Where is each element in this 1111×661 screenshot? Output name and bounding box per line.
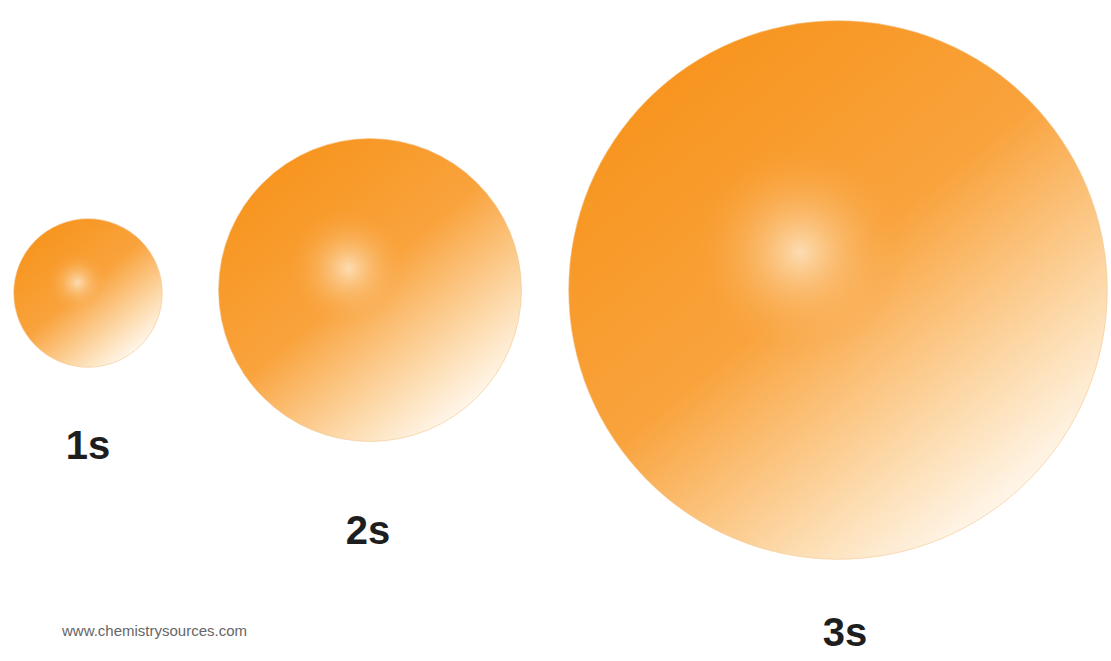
sphere-shape	[217, 137, 523, 443]
orbital-sphere: 3s	[566, 18, 1110, 562]
orbital-label: 2s	[346, 510, 391, 550]
sphere-shape	[13, 218, 163, 368]
watermark: www.chemistrysources.com	[62, 622, 247, 639]
orbital-label: 3s	[823, 612, 868, 652]
orbital-sphere: 2s	[217, 137, 523, 443]
sphere-shape	[566, 18, 1110, 562]
orbital-sphere: 1s	[13, 218, 163, 368]
orbital-label: 1s	[66, 425, 111, 465]
